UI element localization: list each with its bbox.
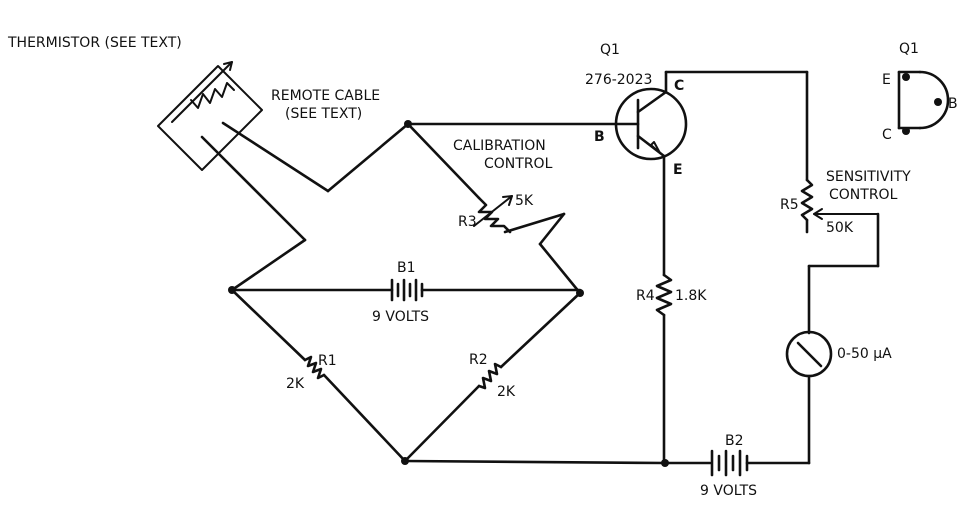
microammeter <box>785 330 833 465</box>
pinout-emitter-label: E <box>882 72 891 88</box>
r4-label: R4 <box>636 288 655 304</box>
remote-cable <box>200 121 410 292</box>
q1-label: Q1 <box>600 42 620 58</box>
collector-label: C <box>674 78 684 94</box>
pinout-title: Q1 <box>899 41 919 57</box>
thermistor-label: THERMISTOR (SEE TEXT) <box>7 35 182 51</box>
r5-label: R5 <box>780 197 799 213</box>
r3-value: 5K <box>515 193 534 209</box>
r3-label: R3 <box>458 214 477 230</box>
remote-cable-note: (SEE TEXT) <box>285 106 362 122</box>
b1-label: B1 <box>397 260 416 276</box>
calibration-label: CALIBRATION <box>453 138 546 154</box>
resistor-r5 <box>800 70 880 335</box>
pinout-collector-label: C <box>882 127 892 143</box>
battery-b2 <box>663 449 811 477</box>
thermistor-probe <box>157 61 263 171</box>
emitter-label: E <box>673 162 683 178</box>
r1-label: R1 <box>318 353 337 369</box>
sensitivity-control-label: CONTROL <box>829 187 898 203</box>
transistor-q1 <box>406 70 809 277</box>
r1-value: 2K <box>286 376 305 392</box>
base-label: B <box>594 129 605 145</box>
calibration-control-label: CONTROL <box>484 156 553 172</box>
r5-value: 50K <box>826 220 854 236</box>
q1-part-number: 276-2023 <box>585 72 652 88</box>
remote-cable-label: REMOTE CABLE <box>271 88 380 104</box>
b2-value: 9 VOLTS <box>700 483 757 499</box>
pinout-base-label: B <box>948 96 958 112</box>
q1-pinout <box>897 70 950 135</box>
r2-label: R2 <box>469 352 488 368</box>
r2-value: 2K <box>497 384 516 400</box>
junction-dots <box>228 120 669 467</box>
sensitivity-label: SENSITIVITY <box>826 169 911 185</box>
bridge-network <box>230 122 667 465</box>
b2-label: B2 <box>725 433 744 449</box>
resistor-r4 <box>655 273 673 465</box>
meter-label: 0-50 μA <box>837 346 892 362</box>
r4-value: 1.8K <box>675 288 707 304</box>
b1-value: 9 VOLTS <box>372 309 429 325</box>
